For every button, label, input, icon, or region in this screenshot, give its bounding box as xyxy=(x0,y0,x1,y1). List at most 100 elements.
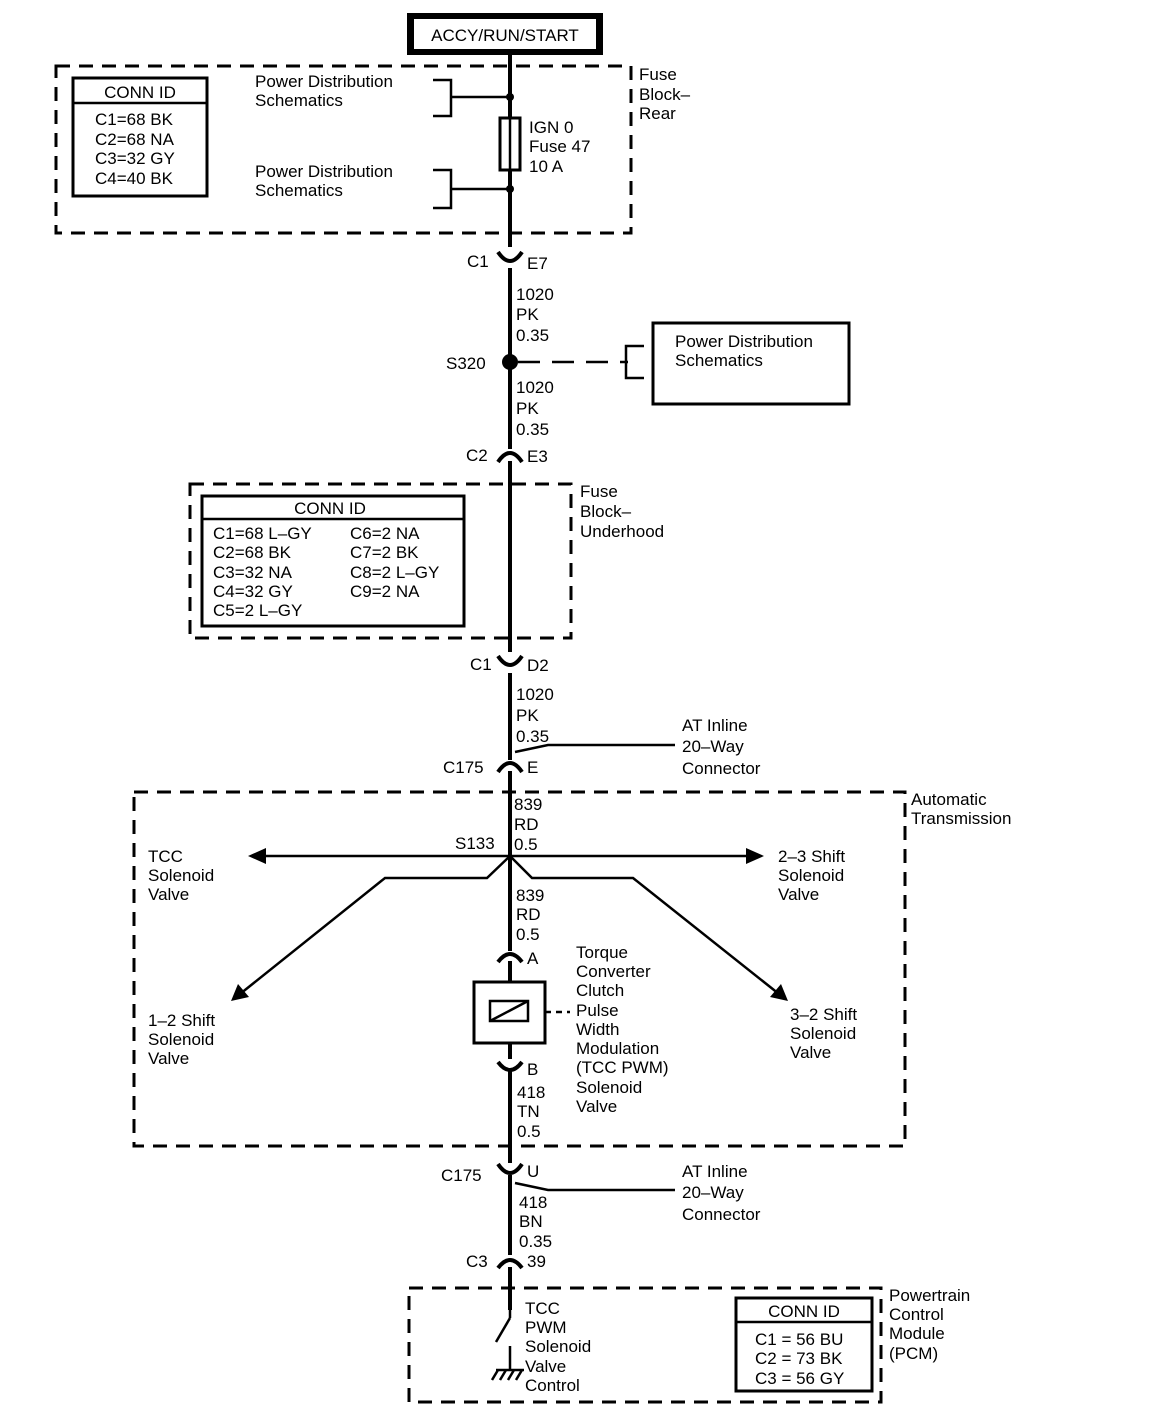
conn-id-rear-row-4: C4=40 BK xyxy=(95,169,174,188)
wire-839-a-size: 0.5 xyxy=(514,835,538,854)
wire-418-tn-color: TN xyxy=(517,1102,540,1121)
conn-id-rear: CONN ID C1=68 BK C2=68 NA C3=32 GY C4=40… xyxy=(71,76,209,198)
connector-c1-d2: C1 D2 xyxy=(470,654,549,675)
splice-s320: S320 xyxy=(446,344,644,380)
tcc-pwm-line-3: Clutch xyxy=(576,981,624,1000)
pcm-label-2: Control xyxy=(889,1305,944,1324)
power-dist-top-line-2: Schematics xyxy=(255,91,343,110)
tcc-pwm-line-8: Solenoid xyxy=(576,1078,642,1097)
branch-shift-12 xyxy=(231,855,511,1001)
conn-id-underhood-left-2: C2=68 BK xyxy=(213,543,292,562)
tcc-pwm-line-4: Pulse xyxy=(576,1001,619,1020)
fuse-block-rear-label-3: Rear xyxy=(639,104,676,123)
automatic-transmission: Automatic Transmission 839 RD 0.5 S133 T… xyxy=(132,790,1011,1148)
connector-c175-u: C175 U xyxy=(441,1162,539,1185)
inline-bottom-line-3: Connector xyxy=(682,1205,761,1224)
fuse-label-3: 10 A xyxy=(529,157,564,176)
branch-shift-32 xyxy=(509,855,788,1001)
wire-839-a-circuit: 839 xyxy=(514,795,542,814)
wire-1020-c-size: 0.35 xyxy=(516,727,549,746)
conn-id-rear-row-2: C2=68 NA xyxy=(95,130,175,149)
tcc-pwm-line-9: Valve xyxy=(576,1097,617,1116)
wire-839-b-circuit: 839 xyxy=(516,886,544,905)
wire-1020-b-size: 0.35 xyxy=(516,420,549,439)
pcm-label-3: Module xyxy=(889,1324,945,1343)
conn-c175-u-right: U xyxy=(527,1162,539,1181)
connector-c175-e: C175 E xyxy=(443,758,538,777)
wire-1020-a-circuit: 1020 xyxy=(516,285,554,304)
power-dist-ref-bottom: Power Distribution Schematics xyxy=(255,162,514,210)
ground-switch xyxy=(490,1310,524,1381)
wire-418-bn-circuit: 418 xyxy=(519,1193,547,1212)
conn-c2-e3-right: E3 xyxy=(527,447,548,466)
pcm-control-line-4: Valve xyxy=(525,1357,566,1376)
shift-23-line-1: 2–3 Shift xyxy=(778,847,845,866)
wire-418-tn-circuit: 418 xyxy=(517,1083,545,1102)
conn-id-underhood-header: CONN ID xyxy=(294,499,366,518)
fuse-label-2: Fuse 47 xyxy=(529,137,590,156)
conn-c175-e-left: C175 xyxy=(443,758,484,777)
conn-c2-e3-left: C2 xyxy=(466,446,488,465)
automatic-transmission-label-1: Automatic xyxy=(911,790,987,809)
tcc-pwm-line-5: Width xyxy=(576,1020,619,1039)
tcc-solenoid-line-2: Solenoid xyxy=(148,866,214,885)
connector-c1-e7: C1 E7 xyxy=(467,250,548,273)
wire-418-bn-color: BN xyxy=(519,1212,543,1231)
wire-839-a-color: RD xyxy=(514,815,539,834)
fuse-block-rear: Fuse Block– Rear CONN ID C1=68 BK C2=68 … xyxy=(54,64,691,235)
title-text: ACCY/RUN/START xyxy=(431,26,579,45)
tcc-pwm-line-7: (TCC PWM) xyxy=(576,1058,669,1077)
shift-23-line-3: Valve xyxy=(778,885,819,904)
pcm-control-line-1: TCC xyxy=(525,1299,560,1318)
shift-12-line-1: 1–2 Shift xyxy=(148,1011,215,1030)
conn-c3-39-right: 39 xyxy=(527,1252,546,1271)
conn-id-pcm-row-2: C2 = 73 BK xyxy=(755,1349,843,1368)
conn-c1-e7-right: E7 xyxy=(527,254,548,273)
wire-1020-b-color: PK xyxy=(516,399,539,418)
fuse-block-underhood-label-2: Block– xyxy=(580,502,632,521)
inline-bottom-line-1: AT Inline xyxy=(682,1162,748,1181)
conn-c3-39-left: C3 xyxy=(466,1252,488,1271)
pin-b-label: B xyxy=(527,1060,538,1079)
fuse-block-rear-label-2: Block– xyxy=(639,85,691,104)
shift-32-line-1: 3–2 Shift xyxy=(790,1005,857,1024)
conn-c1-d2-right: D2 xyxy=(527,656,549,675)
power-dist-bottom-line-2: Schematics xyxy=(255,181,343,200)
conn-c175-e-right: E xyxy=(527,758,538,777)
shift-12-line-2: Solenoid xyxy=(148,1030,214,1049)
power-dist-bottom-line-1: Power Distribution xyxy=(255,162,393,181)
wire-418-tn-size: 0.5 xyxy=(517,1122,541,1141)
inline-top-line-3: Connector xyxy=(682,759,761,778)
conn-id-pcm-header: CONN ID xyxy=(768,1302,840,1321)
power-dist-box-line-1: Power Distribution xyxy=(675,332,813,351)
conn-c175-u-left: C175 xyxy=(441,1166,482,1185)
wire-label-1020-a: 1020 PK 0.35 xyxy=(516,285,554,345)
pcm-control-line-5: Control xyxy=(525,1376,580,1395)
power-dist-box: Power Distribution Schematics xyxy=(651,321,851,406)
conn-c1-d2-left: C1 xyxy=(470,655,492,674)
wire-label-1020-c: 1020 PK 0.35 xyxy=(516,685,554,746)
shift-32-line-2: Solenoid xyxy=(790,1024,856,1043)
pin-a-label: A xyxy=(527,949,539,968)
tcc-pwm-line-1: Torque xyxy=(576,943,628,962)
wire-1020-c-color: PK xyxy=(516,706,539,725)
fuse-ign0: IGN 0 Fuse 47 10 A xyxy=(498,116,590,176)
conn-id-rear-row-1: C1=68 BK xyxy=(95,110,174,129)
conn-id-underhood-right-2: C7=2 BK xyxy=(350,543,419,562)
pcm-control-line-3: Solenoid xyxy=(525,1337,591,1356)
tcc-pwm-line-2: Converter xyxy=(576,962,651,981)
fuse-block-rear-label-1: Fuse xyxy=(639,65,677,84)
conn-id-pcm-row-1: C1 = 56 BU xyxy=(755,1330,843,1349)
fuse-block-underhood-label-1: Fuse xyxy=(580,482,618,501)
splice-s133-label: S133 xyxy=(455,834,495,853)
wire-839-b-color: RD xyxy=(516,905,541,924)
fuse-block-underhood: Fuse Block– Underhood CONN ID C1=68 L–GY… xyxy=(188,482,664,640)
inline-top-line-1: AT Inline xyxy=(682,716,748,735)
connector-c3-39: C3 39 xyxy=(466,1252,546,1271)
pcm: Powertrain Control Module (PCM) TCC PWM … xyxy=(407,1286,970,1404)
conn-id-underhood-left-3: C3=32 NA xyxy=(213,563,293,582)
inline-connector-top: AT Inline 20–Way Connector xyxy=(514,716,761,778)
wire-839-b-size: 0.5 xyxy=(516,925,540,944)
inline-bottom-line-2: 20–Way xyxy=(682,1183,744,1202)
